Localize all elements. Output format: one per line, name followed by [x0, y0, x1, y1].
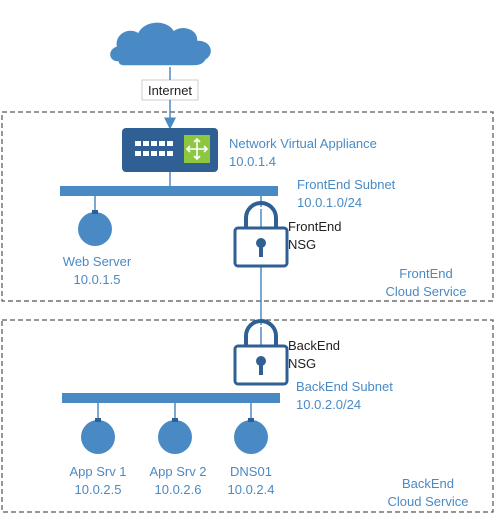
app-srv-1-node — [81, 418, 115, 454]
frontend-cloud-label-line2: Cloud Service — [386, 284, 467, 299]
nva-port-icons — [135, 141, 173, 156]
backend-subnet-cidr-label: 10.0.2.0/24 — [296, 397, 361, 412]
network-virtual-appliance — [122, 128, 218, 172]
web-server-ip-label: 10.0.1.5 — [74, 272, 121, 287]
internet-label: Internet — [148, 83, 192, 98]
app-srv-2-name-label: App Srv 2 — [149, 464, 206, 479]
web-server-name-label: Web Server — [63, 254, 132, 269]
web-server-node — [78, 210, 112, 246]
frontend-nsg-label-line1: FrontEnd — [288, 219, 341, 234]
backend-nsg-lock-icon — [233, 319, 289, 386]
frontend-nsg-lock-icon — [233, 201, 289, 268]
frontend-subnet-cidr-label: 10.0.1.0/24 — [297, 195, 362, 210]
backend-nsg-label-line1: BackEnd — [288, 338, 340, 353]
backend-subnet-name-label: BackEnd Subnet — [296, 379, 393, 394]
backend-cloud-label-line2: Cloud Service — [388, 494, 469, 509]
dns01-node — [234, 418, 268, 454]
frontend-cloud-service-box — [1, 111, 494, 302]
frontend-nsg-label-line2: NSG — [288, 237, 316, 252]
frontend-subnet-name-label: FrontEnd Subnet — [297, 177, 396, 192]
nva-name-label: Network Virtual Appliance — [229, 136, 377, 151]
app-srv-1-name-label: App Srv 1 — [69, 464, 126, 479]
frontend-subnet-bus — [60, 186, 278, 196]
backend-subnet-bus — [62, 393, 280, 403]
app-srv-2-node — [158, 418, 192, 454]
app-srv-2-ip-label: 10.0.2.6 — [155, 482, 202, 497]
backend-cloud-label-line1: BackEnd — [402, 476, 454, 491]
nva-ip-label: 10.0.1.4 — [229, 154, 276, 169]
dns01-name-label: DNS01 — [230, 464, 272, 479]
backend-cloud-service-box — [1, 319, 494, 513]
frontend-cloud-label-line1: FrontEnd — [399, 266, 452, 281]
dns01-ip-label: 10.0.2.4 — [228, 482, 275, 497]
backend-nsg-label-line2: NSG — [288, 356, 316, 371]
app-srv-1-ip-label: 10.0.2.5 — [75, 482, 122, 497]
cloud-icon — [108, 21, 213, 67]
